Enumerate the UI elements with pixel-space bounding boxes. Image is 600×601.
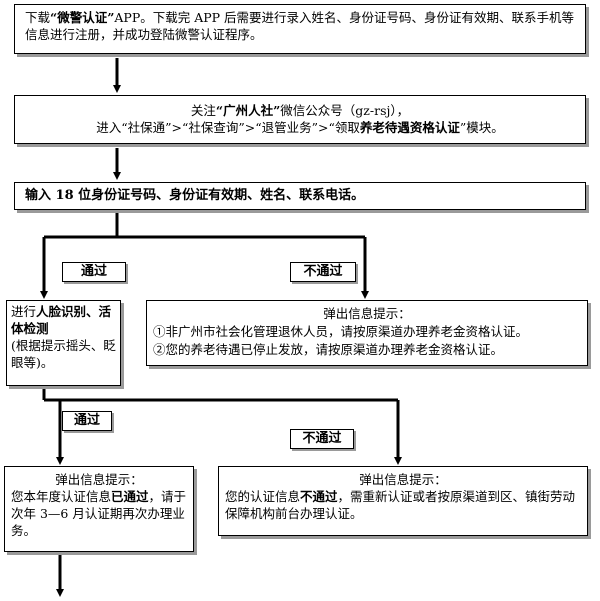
step2-follow-wechat: 关注“广州人社”微信公众号（gz-rsj）， 进入“社保通”>“社保查询”>“退… xyxy=(14,95,586,144)
face-recognition-box: 进行人脸识别、活体检测 (根据提示摇头、眨眼等)。 xyxy=(6,300,121,386)
branch1-fail-message: 弹出信息提示： ①非广州市社会化管理退休人员，请按原渠道办理养老金资格认证。 ②… xyxy=(146,300,588,366)
step1-download-app: 下载“微警认证”APP。下载完 APP 后需要进行录入姓名、身份证号码、身份证有… xyxy=(14,4,586,54)
branch2-pass-message: 弹出信息提示： 您本年度认证信息已通过，请于次年 3—6 月认证期再次办理业务。 xyxy=(4,466,194,552)
branch1-pass-label: 通过 xyxy=(62,262,126,282)
branch2-pass-label: 通过 xyxy=(62,411,112,431)
step3-input-info: 输入 18 位身份证号码、身份证有效期、姓名、联系电话。 xyxy=(14,182,586,210)
branch1-fail-label: 不通过 xyxy=(290,262,356,282)
branch2-fail-message: 弹出信息提示： 您的认证信息不通过，需重新认证或者按原渠道到区、镇街劳动保障机构… xyxy=(218,466,588,536)
branch2-fail-label: 不通过 xyxy=(290,429,354,449)
